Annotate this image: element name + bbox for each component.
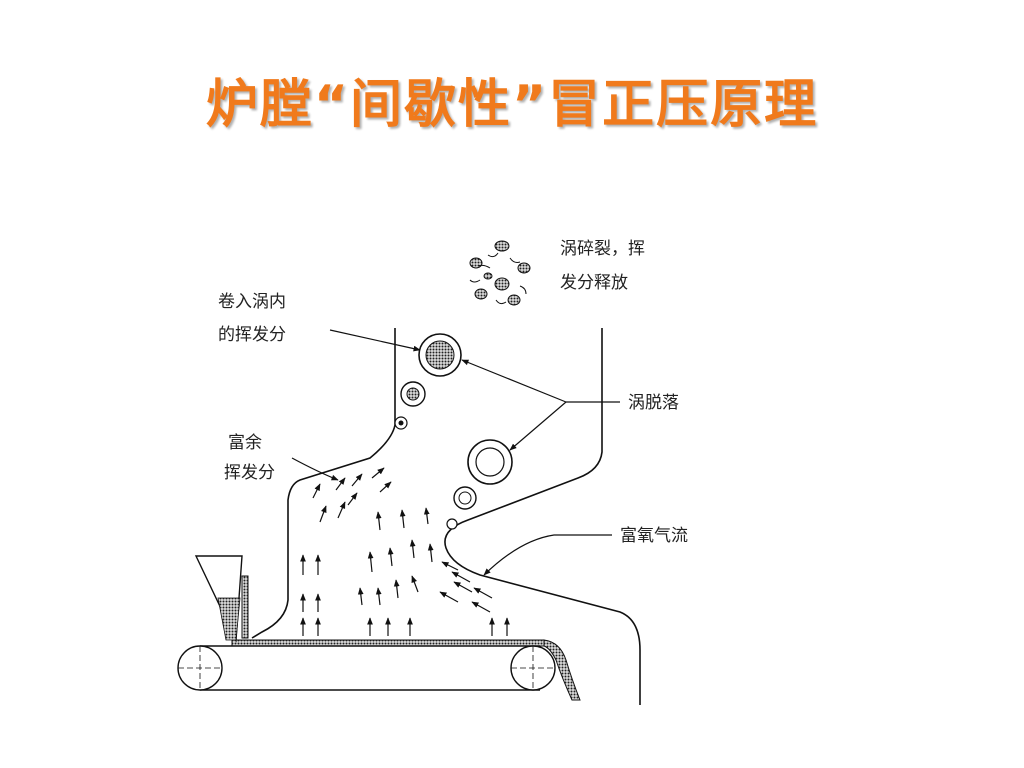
vortex-fragments: [469, 240, 531, 306]
gate: [241, 575, 249, 639]
ash-fall: [543, 639, 581, 701]
leader-oxygen: [483, 534, 612, 576]
chain-grate: [177, 555, 581, 701]
primary-air-arrows: [300, 467, 510, 636]
vortex-rings: [394, 333, 513, 530]
oxygen-air-arrows: [439, 561, 493, 613]
label-vortex-shed: 涡脱落: [628, 393, 679, 413]
leader-shed-1: [461, 359, 567, 403]
label-excess-2: 挥发分: [224, 463, 275, 483]
fuel-bed: [231, 639, 545, 647]
label-vortex-break-2: 发分释放: [560, 273, 628, 293]
leader-entrained: [329, 329, 421, 352]
leader-shed-2: [509, 401, 567, 451]
label-excess-1: 富余: [228, 433, 262, 453]
slide-title: 炉膛“间歇性”冒正压原理: [205, 75, 819, 135]
label-entrained-1: 卷入涡内: [218, 292, 286, 312]
label-vortex-break-1: 涡碎裂，挥: [560, 239, 645, 259]
leader-lines: [291, 329, 620, 576]
leader-excess: [291, 457, 339, 481]
label-entrained-2: 的挥发分: [218, 325, 286, 345]
label-oxygen-flow: 富氧气流: [620, 526, 688, 546]
vortex-shed-small: [446, 518, 458, 530]
left-wall: [251, 328, 396, 639]
right-wall: [444, 328, 641, 705]
furnace-walls: [251, 328, 641, 705]
